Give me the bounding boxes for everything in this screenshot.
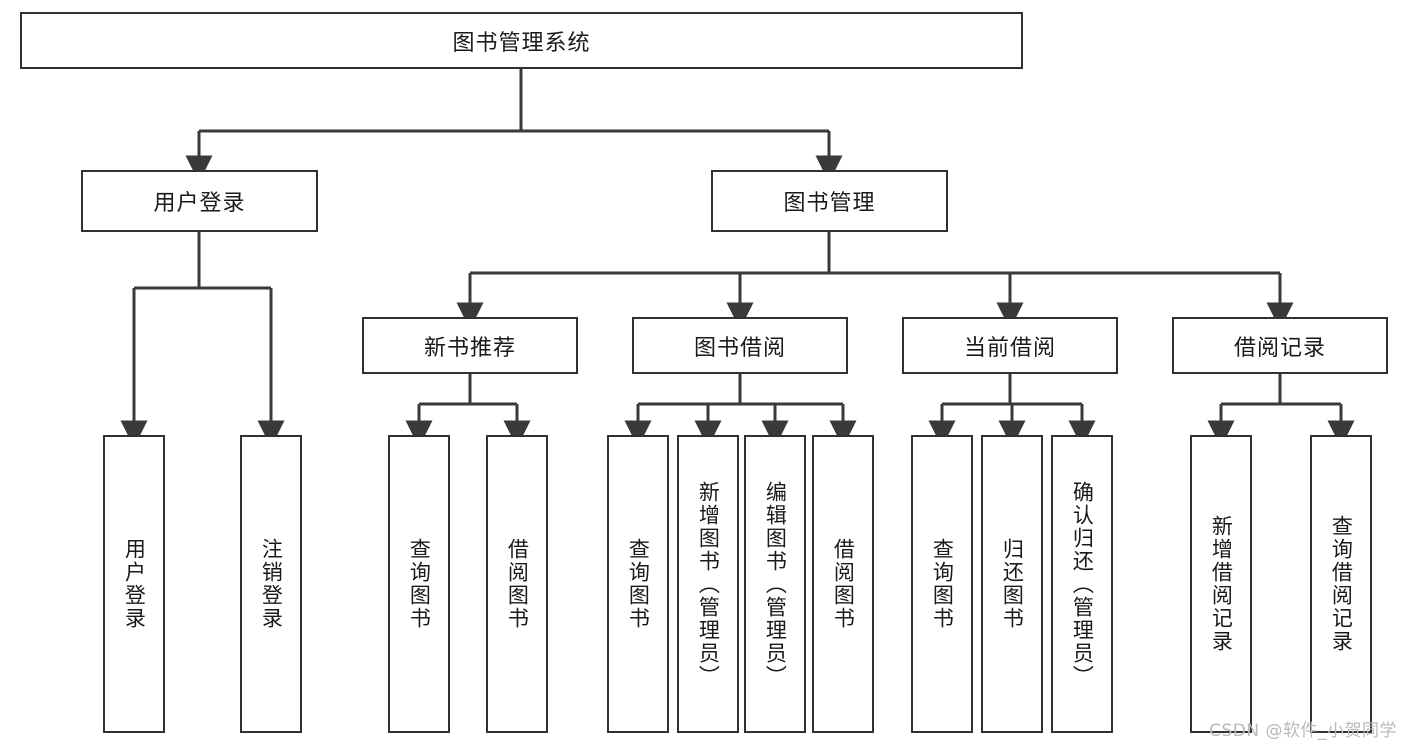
node-label: 确认归还（管理员） [1070, 480, 1095, 688]
node-module-0[interactable]: 用户登录 [81, 170, 318, 232]
node-label: 注销登录 [259, 538, 284, 630]
node-label: 编辑图书（管理员） [763, 480, 788, 688]
node-leaf-4[interactable]: 查询图书 [607, 435, 669, 733]
node-label: 归还图书 [1000, 538, 1025, 630]
node-module-1[interactable]: 图书管理 [711, 170, 948, 232]
node-leaf-10[interactable]: 确认归还（管理员） [1051, 435, 1113, 733]
node-leaf-9[interactable]: 归还图书 [981, 435, 1043, 733]
node-label: 当前借阅 [963, 335, 1056, 361]
node-leaf-6[interactable]: 编辑图书（管理员） [744, 435, 806, 733]
node-label: 图书管理 [783, 191, 876, 216]
node-label: 借阅图书 [505, 538, 530, 630]
node-leaf-8[interactable]: 查询图书 [911, 435, 973, 733]
node-label: 查询借阅记录 [1329, 515, 1354, 653]
node-leaf-11[interactable]: 新增借阅记录 [1190, 435, 1252, 733]
node-leaf-1[interactable]: 注销登录 [240, 435, 302, 733]
node-label: 用户登录 [153, 191, 246, 216]
node-label: 用户登录 [122, 538, 147, 630]
node-label: 新增图书（管理员） [696, 480, 721, 688]
node-label: 借阅记录 [1233, 335, 1326, 361]
node-category-1[interactable]: 图书借阅 [632, 317, 848, 374]
node-leaf-2[interactable]: 查询图书 [388, 435, 450, 733]
node-leaf-7[interactable]: 借阅图书 [812, 435, 874, 733]
node-category-2[interactable]: 当前借阅 [902, 317, 1118, 374]
node-label: 图书借阅 [693, 335, 786, 361]
node-label: 查询图书 [407, 538, 432, 630]
node-label: 新书推荐 [423, 335, 516, 361]
csdn-watermark: CSDN @软件_小贺同学 [1209, 721, 1397, 741]
node-label: 查询图书 [626, 538, 651, 630]
node-root-system[interactable]: 图书管理系统 [20, 12, 1023, 69]
node-leaf-12[interactable]: 查询借阅记录 [1310, 435, 1372, 733]
node-label: 查询图书 [930, 538, 955, 630]
node-label: 借阅图书 [831, 538, 856, 630]
node-label: 新增借阅记录 [1209, 515, 1234, 653]
node-category-0[interactable]: 新书推荐 [362, 317, 578, 374]
node-leaf-5[interactable]: 新增图书（管理员） [677, 435, 739, 733]
node-category-3[interactable]: 借阅记录 [1172, 317, 1388, 374]
node-leaf-3[interactable]: 借阅图书 [486, 435, 548, 733]
node-label: 图书管理系统 [452, 30, 591, 56]
node-leaf-0[interactable]: 用户登录 [103, 435, 165, 733]
